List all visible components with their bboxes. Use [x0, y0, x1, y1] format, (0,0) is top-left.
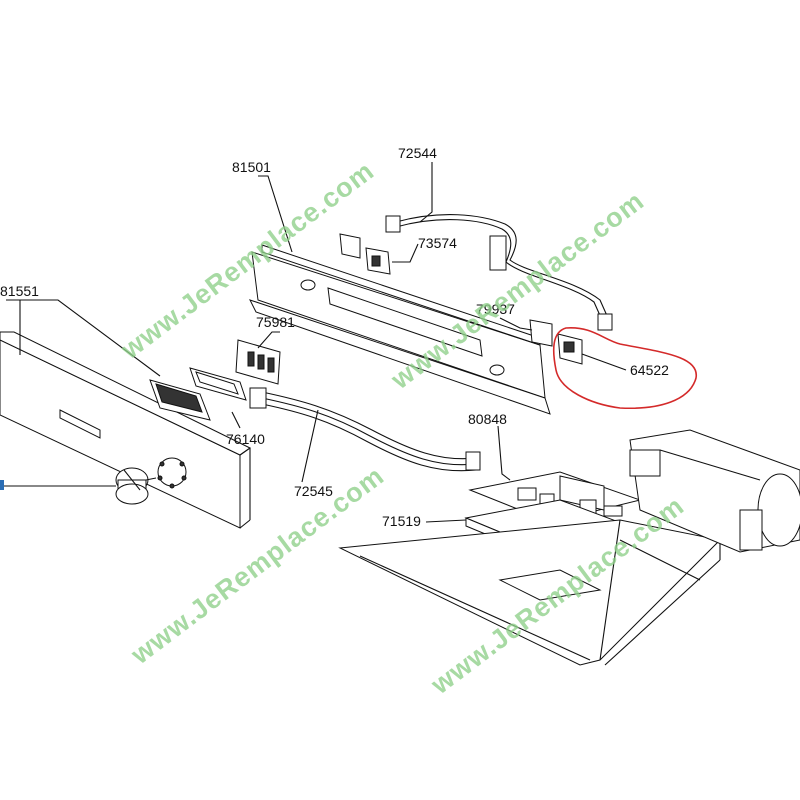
part-label-79937: 79937 — [476, 301, 515, 317]
control-board — [235, 339, 281, 385]
front-fascia-panel — [0, 331, 251, 529]
part-label-72544: 72544 — [398, 145, 437, 161]
leader-lines — [6, 162, 627, 523]
clip-79937 — [529, 319, 553, 347]
part-label-75981: 75981 — [256, 314, 295, 330]
part-label-73574: 73574 — [418, 235, 457, 251]
display-module — [149, 367, 247, 421]
part-label-81501: 81501 — [232, 159, 271, 175]
connector-64522 — [557, 333, 583, 365]
control-knob — [115, 467, 157, 505]
console-housing — [249, 244, 551, 415]
cropped-label-marker — [0, 480, 4, 490]
clip-top-left — [339, 233, 361, 259]
part-label-72545: 72545 — [294, 483, 333, 499]
oven-chassis — [338, 519, 722, 666]
part-label-81551: 81551 — [0, 283, 39, 299]
ribbon-cable — [249, 387, 481, 472]
power-board — [468, 471, 642, 523]
highlight-circle — [552, 327, 697, 410]
part-label-80848: 80848 — [468, 411, 507, 427]
clip-73574 — [365, 247, 391, 275]
part-label-64522: 64522 — [630, 362, 669, 378]
part-label-71519: 71519 — [382, 513, 421, 529]
wiring-harness-upper — [385, 214, 613, 331]
fan-motor — [629, 429, 800, 553]
part-label-76140: 76140 — [226, 431, 265, 447]
